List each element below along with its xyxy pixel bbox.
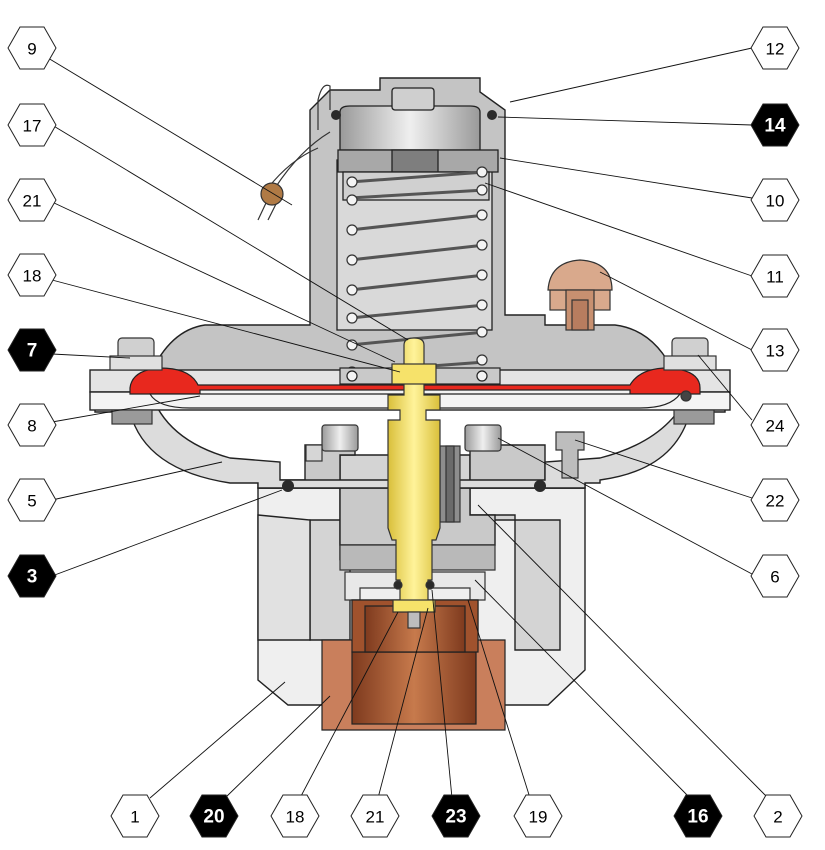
callout-hexagon — [7, 178, 57, 222]
callout-l18a: 18 — [7, 253, 57, 297]
callout-hexagon — [7, 403, 57, 447]
cap-top-knob — [391, 87, 435, 111]
callout-label: 7 — [27, 341, 38, 362]
callout-hexagon — [431, 794, 481, 838]
callout-hexagon — [750, 478, 800, 522]
callout-label: 9 — [27, 40, 36, 59]
callout-l18b: 18 — [270, 794, 320, 838]
callout-hexagon — [750, 103, 800, 147]
callout-label: 8 — [27, 417, 36, 436]
spring-bonnet — [336, 87, 499, 331]
callout-l13: 13 — [750, 328, 800, 372]
seal-tag — [260, 182, 284, 206]
callout-l20: 20 — [189, 794, 239, 838]
callout-label: 22 — [766, 492, 785, 511]
callout-l2: 2 — [753, 794, 803, 838]
callout-hexagon — [753, 794, 803, 838]
callout-hexagon — [189, 794, 239, 838]
callout-l22: 22 — [750, 478, 800, 522]
inlet-shade — [257, 514, 311, 641]
callout-hexagon — [7, 478, 57, 522]
callout-l14: 14 — [750, 103, 800, 147]
flange-bolts — [109, 337, 717, 425]
callout-l9: 9 — [7, 26, 57, 70]
seal-tag-tail — [257, 202, 277, 221]
callout-l23: 23 — [431, 794, 481, 838]
callout-label: 14 — [764, 116, 786, 137]
callout-l6: 6 — [750, 554, 800, 598]
callout-label: 13 — [766, 342, 785, 361]
cap-o-rings — [331, 110, 497, 120]
screw-left — [321, 424, 359, 452]
callout-label: 12 — [766, 40, 785, 59]
callout-label: 6 — [770, 568, 779, 587]
callout-l8: 8 — [7, 403, 57, 447]
plug-22 — [555, 431, 585, 479]
callout-label: 23 — [445, 807, 466, 828]
callout-hexagon — [673, 794, 723, 838]
callout-l10: 10 — [750, 178, 800, 222]
callout-label: 10 — [766, 192, 785, 211]
screw-small — [305, 444, 323, 462]
callout-hexagon — [750, 178, 800, 222]
callout-label: 2 — [773, 808, 782, 827]
stem-collar — [391, 363, 437, 385]
callout-hexagon — [7, 26, 57, 70]
callout-l21b: 21 — [350, 794, 400, 838]
callout-l12: 12 — [750, 26, 800, 70]
callout-label: 3 — [27, 567, 38, 588]
cap-nut — [391, 149, 439, 173]
screw-6 — [464, 424, 502, 452]
callout-label: 21 — [23, 192, 42, 211]
callout-label: 19 — [529, 808, 548, 827]
callout-l1: 1 — [110, 794, 160, 838]
callout-label: 17 — [23, 117, 42, 136]
callout-hexagon — [270, 794, 320, 838]
callout-label: 18 — [23, 267, 42, 286]
callout-hexagon — [350, 794, 400, 838]
callout-l19: 19 — [513, 794, 563, 838]
callout-l5: 5 — [7, 478, 57, 522]
callout-hexagon — [7, 103, 57, 147]
callout-l17: 17 — [7, 103, 57, 147]
callout-label: 24 — [766, 417, 785, 436]
callout-label: 20 — [203, 807, 224, 828]
callout-hexagon — [7, 554, 57, 598]
callout-label: 11 — [766, 268, 784, 287]
callout-l16: 16 — [673, 794, 723, 838]
callout-label: 21 — [366, 808, 385, 827]
callouts: 9 17 21 18 7 8 5 3 12 14 10 11 13 24 22 6 1 20 18 21 23 19 16 2 — [7, 26, 803, 838]
vent-cap — [547, 259, 613, 331]
callout-hexagon — [7, 328, 57, 372]
callout-l11: 11 — [750, 254, 800, 298]
callout-hexagon — [750, 403, 800, 447]
valve-stem — [387, 337, 441, 629]
adjusting-cap — [339, 105, 481, 151]
callout-label: 5 — [27, 492, 36, 511]
callout-l24: 24 — [750, 403, 800, 447]
callout-label: 16 — [687, 807, 708, 828]
callout-hexagon — [750, 328, 800, 372]
stem-shaft — [387, 337, 441, 613]
callout-hexagon — [750, 254, 800, 298]
leader-lines — [47, 47, 769, 799]
callout-l21a: 21 — [7, 178, 57, 222]
callout-l7: 7 — [7, 328, 57, 372]
callout-label: 1 — [130, 808, 139, 827]
callout-label: 18 — [286, 808, 305, 827]
callout-l3: 3 — [7, 554, 57, 598]
callout-hexagon — [750, 26, 800, 70]
callout-hexagon — [513, 794, 563, 838]
callout-hexagon — [110, 794, 160, 838]
callout-hexagon — [7, 253, 57, 297]
callout-hexagon — [750, 554, 800, 598]
